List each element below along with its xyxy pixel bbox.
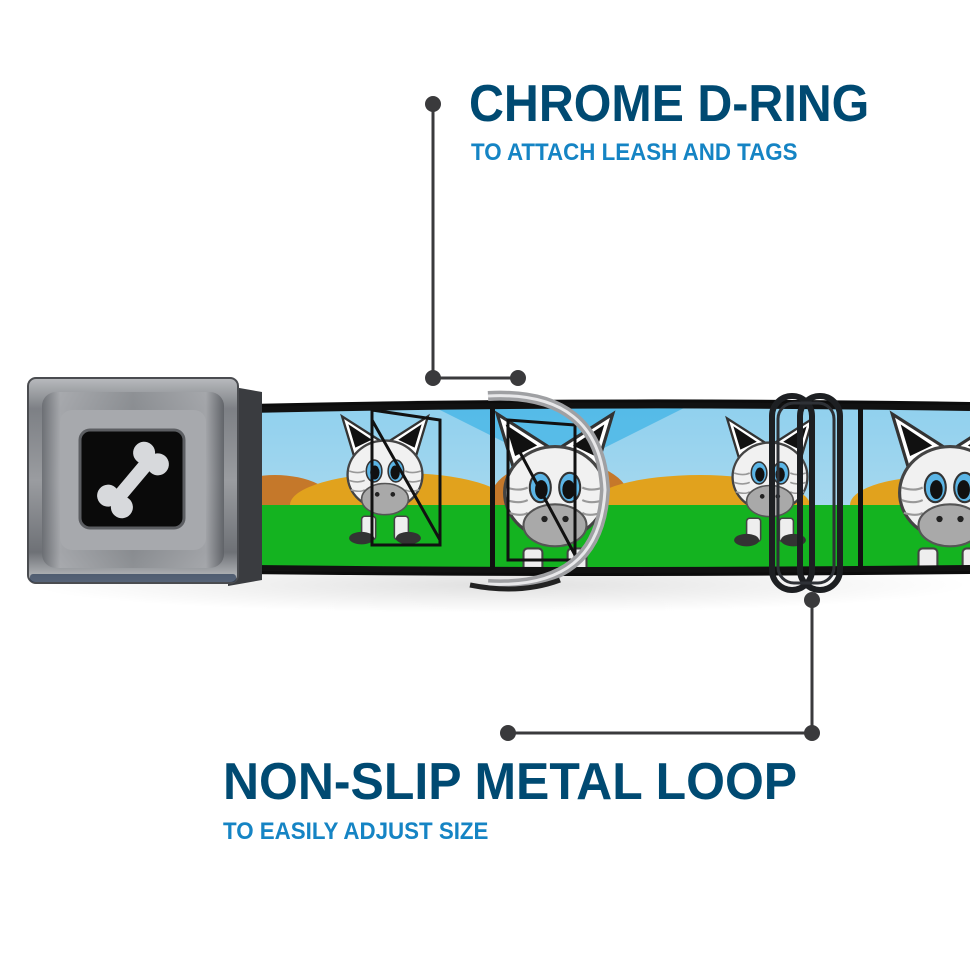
connector-dot bbox=[510, 370, 526, 386]
metal-loop-connector bbox=[500, 592, 820, 741]
connector-dot bbox=[425, 370, 441, 386]
d-ring-subtitle: TO ATTACH LEASH AND TAGS bbox=[471, 139, 798, 166]
connector-dot bbox=[500, 725, 516, 741]
metal-loop-title: NON-SLIP METAL LOOP bbox=[223, 753, 798, 811]
connector-dot bbox=[804, 725, 820, 741]
d-ring-title: CHROME D-RING bbox=[469, 75, 870, 133]
metal-loop-subtitle: TO EASILY ADJUST SIZE bbox=[223, 818, 489, 845]
dog-bone-icon bbox=[97, 441, 169, 519]
seatbelt-buckle bbox=[27, 377, 262, 586]
connector-dot bbox=[804, 592, 820, 608]
collar-strap bbox=[246, 399, 970, 576]
d-ring-connector bbox=[425, 96, 526, 386]
metal-loop bbox=[769, 393, 843, 593]
connector-dot bbox=[425, 96, 441, 112]
